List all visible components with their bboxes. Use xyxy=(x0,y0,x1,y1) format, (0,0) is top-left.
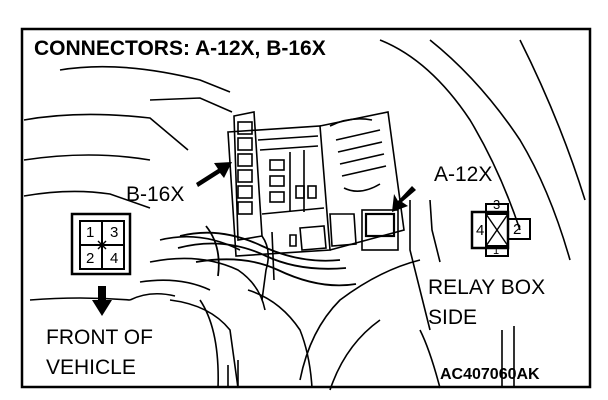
wire-harness xyxy=(177,225,357,287)
b16x-pin-label: 4 xyxy=(110,250,119,267)
a12x-pointer-arrow xyxy=(392,186,416,212)
b16x-pointer-arrow xyxy=(196,162,232,187)
a12x-pin-label: 4 xyxy=(476,222,485,239)
b16x-connector-block xyxy=(233,111,275,301)
a12x-connector-block xyxy=(329,209,399,251)
b16x-callout-label: B-16X xyxy=(126,183,185,206)
front-of-vehicle-label-line1: FRONT OF xyxy=(46,326,153,349)
vehicle-structure xyxy=(23,39,586,391)
a12x-callout-label: A-12X xyxy=(434,163,493,186)
relay-box-side-label-line2: SIDE xyxy=(428,306,478,329)
b16x-pin-label: 3 xyxy=(110,224,119,241)
relay-box-side-label-line1: RELAY BOX xyxy=(428,276,546,299)
front-of-vehicle-arrow xyxy=(92,286,112,316)
relay-box xyxy=(227,111,405,257)
figure-border xyxy=(20,27,592,389)
b16x-pin-label: 1 xyxy=(86,224,95,241)
figure-title: CONNECTORS: A-12X, B-16X xyxy=(34,37,326,60)
a12x-pin-label: 2 xyxy=(513,221,522,238)
b16x-connector-face xyxy=(70,212,132,276)
a12x-pin-label: 3 xyxy=(493,197,501,212)
arrows xyxy=(92,162,416,316)
b16x-pin-label: 2 xyxy=(86,250,95,267)
a12x-connector-face xyxy=(470,203,531,257)
front-of-vehicle-label-line2: VEHICLE xyxy=(46,356,136,379)
figure-code: AC407060AK xyxy=(440,366,540,383)
a12x-pin-label: 1 xyxy=(493,245,500,257)
